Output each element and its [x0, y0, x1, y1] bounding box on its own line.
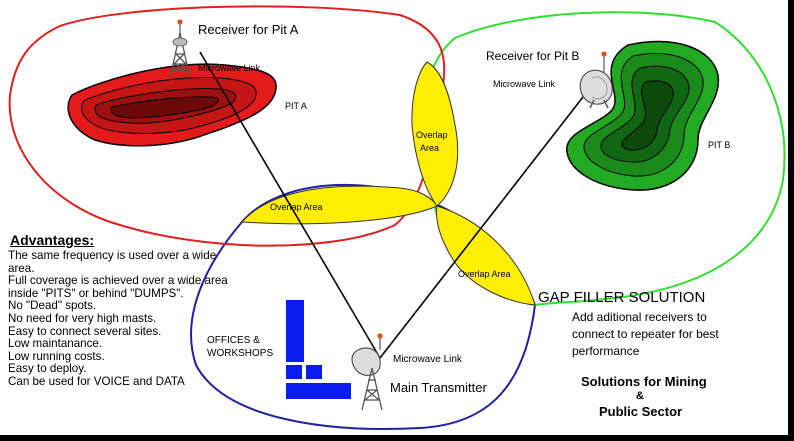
pit-a: [67, 63, 277, 147]
gap-filler-line-1: Add aditional receivers to: [572, 310, 707, 324]
offices-label-2: WORKSHOPS: [207, 348, 274, 359]
advantage-item: Can be used for VOICE and DATA: [8, 374, 185, 388]
microwave-link-a-label: Microwave Link: [198, 63, 261, 73]
overlap-area-center-label: Overlap Area: [270, 202, 323, 212]
microwave-link-main-label: Microwave Link: [393, 354, 462, 365]
main-transmitter-icon: [351, 333, 383, 411]
pit-b-label: PIT B: [708, 140, 731, 150]
advantage-item: Full coverage is achieved over a wide ar…: [8, 274, 228, 300]
pit-a-label: PIT A: [285, 101, 307, 111]
advantages-panel: Advantages: The same frequency is used o…: [8, 232, 238, 389]
office-block-icon: [286, 300, 351, 399]
antenna-tower-icon: [169, 19, 191, 79]
overlap-area-top-label-1: Overlap: [416, 130, 448, 140]
advantage-item: Easy to deploy.: [8, 362, 87, 376]
gap-filler-title: GAP FILLER SOLUTION: [538, 289, 706, 306]
advantage-item: No "Dead" spots.: [8, 299, 97, 313]
advantage-item: Low maintanance.: [8, 337, 103, 351]
microwave-link-b-label: Microwave Link: [493, 79, 556, 89]
overlap-area-right: [436, 205, 536, 306]
link-line-pit-b: [379, 87, 591, 359]
advantage-item: The same frequency is used over a wide a…: [8, 249, 217, 275]
solutions-line-1: Solutions for Mining: [581, 374, 707, 389]
receiver-pit-b-label: Receiver for Pit B: [486, 49, 580, 63]
overlap-area-top-label-2: Area: [420, 143, 440, 153]
overlap-area-right-label: Overlap Area: [458, 269, 511, 279]
advantage-item: Easy to connect several sites.: [8, 324, 162, 338]
pit-b: [566, 41, 720, 191]
advantages-title: Advantages:: [10, 232, 95, 248]
solutions-line-2: &: [636, 390, 644, 402]
main-transmitter-label: Main Transmitter: [390, 380, 487, 395]
dish-antenna-icon: [579, 51, 613, 109]
overlap-area-center: [240, 185, 438, 225]
receiver-pit-a-label: Receiver for Pit A: [198, 22, 299, 37]
pit-a-coverage-zone: [8, 5, 446, 247]
gap-filler-line-2: connect to repeater for best: [572, 327, 719, 341]
offices-label-1: OFFICES &: [207, 335, 260, 346]
advantage-item: Low running costs.: [8, 349, 105, 363]
solutions-line-3: Public Sector: [599, 404, 683, 419]
link-line-pit-a: [199, 51, 381, 359]
advantage-item: No need for very high masts.: [8, 311, 157, 325]
coverage-diagram: [8, 5, 786, 430]
gap-filler-line-3: performance: [572, 344, 640, 358]
diagram-frame: Receiver for Pit A Microwave Link PIT A …: [0, 0, 788, 435]
